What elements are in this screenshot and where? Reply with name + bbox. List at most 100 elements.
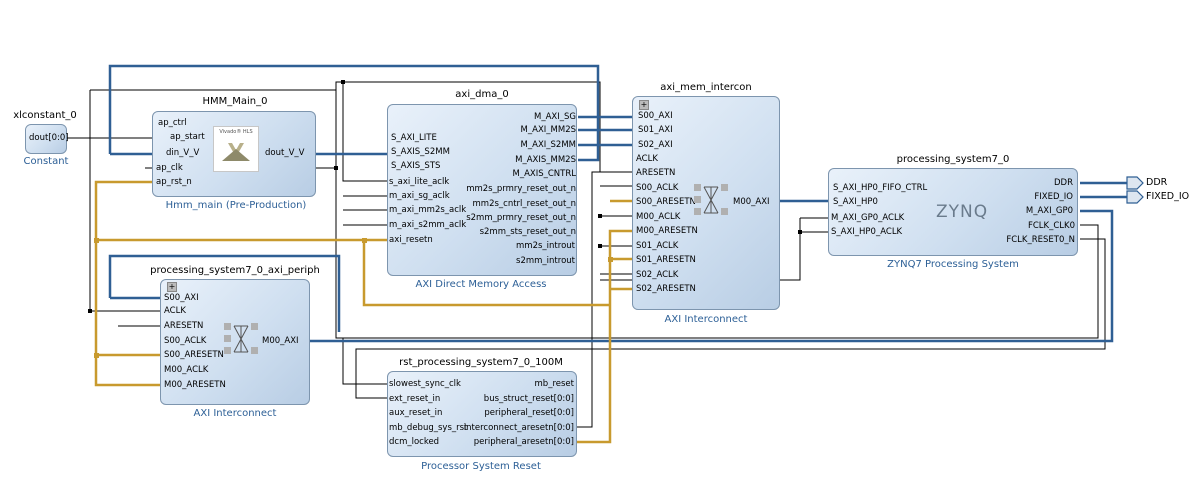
mem-block[interactable]	[632, 96, 780, 310]
periph-port-s00-axi[interactable]: S00_AXI	[164, 293, 199, 303]
rst-port-slowest-sync-clk[interactable]: slowest_sync_clk	[389, 379, 461, 389]
dma-port-s-axis-s2mm[interactable]: S_AXIS_S2MM	[391, 147, 450, 157]
rst-port-bus-struct-reset[interactable]: bus_struct_reset[0:0]	[483, 394, 574, 404]
dma-port-s2mm-prmry-reset[interactable]: s2mm_prmry_reset_out_n	[466, 213, 576, 223]
rst-port-peripheral-aresetn[interactable]: peripheral_aresetn[0:0]	[473, 437, 574, 447]
net-interconnect-aresetn	[575, 171, 632, 428]
ps-block[interactable]	[828, 168, 1078, 256]
periph-crossbar-icon	[224, 323, 258, 354]
dma-port-m-axi-s2mm-aclk[interactable]: m_axi_s2mm_aclk	[389, 220, 467, 230]
hmm-title: HMM_Main_0	[202, 96, 268, 107]
mem-port-m00-aresetn[interactable]: M00_ARESETN	[636, 226, 698, 236]
ps-port-s-axi-hp0-aclk[interactable]: S_AXI_HP0_ACLK	[831, 227, 903, 237]
dma-port-m-axi-sg[interactable]: M_AXI_SG	[534, 112, 576, 122]
external-port-ddr[interactable]: DDR	[1146, 177, 1168, 188]
hmm-port-ap-rst-n[interactable]: ap_rst_n	[156, 177, 192, 187]
ps-port-fclk-reset0[interactable]: FCLK_RESET0_N	[1006, 235, 1075, 245]
mem-port-m00-axi[interactable]: M00_AXI	[733, 197, 770, 207]
mem-port-s00-aclk[interactable]: S00_ACLK	[636, 183, 679, 193]
mem-expand-icon[interactable]: +	[639, 100, 649, 110]
mem-port-s02-aresetn[interactable]: S02_ARESETN	[636, 284, 696, 294]
periph-port-aclk[interactable]: ACLK	[164, 306, 186, 316]
rst-port-aux-reset-in[interactable]: aux_reset_in	[389, 408, 443, 418]
mem-port-s00-axi[interactable]: S00_AXI	[638, 111, 673, 121]
net-peripheral-aresetn-hmm	[94, 180, 610, 307]
periph-block[interactable]	[160, 279, 310, 405]
periph-port-m00-axi[interactable]: M00_AXI	[262, 336, 299, 346]
hmm-port-ap-start[interactable]: ap_start	[170, 132, 205, 142]
dma-port-m-axi-mm2s-aclk[interactable]: m_axi_mm2s_aclk	[389, 205, 467, 215]
xlconstant-block[interactable]	[25, 124, 67, 154]
dma-port-axi-resetn[interactable]: axi_resetn	[389, 235, 433, 245]
net-fclk-to-periph	[89, 89, 336, 312]
dma-port-m-axi-sg-aclk[interactable]: m_axi_sg_aclk	[389, 191, 450, 201]
dma-port-m-axis-mm2s[interactable]: M_AXIS_MM2S	[515, 155, 576, 165]
xlconstant-subtitle: Constant	[23, 156, 69, 167]
mem-crossbar-icon	[694, 184, 728, 215]
mem-port-s02-axi[interactable]: S02_AXI	[638, 140, 673, 150]
hmm-port-dout[interactable]: dout_V_V	[265, 148, 305, 158]
rst-port-mb-debug-sys-rst[interactable]: mb_debug_sys_rst	[389, 423, 468, 433]
hmm-port-ap-clk[interactable]: ap_clk	[156, 163, 183, 173]
rst-port-mb-reset[interactable]: mb_reset	[534, 379, 574, 389]
mem-port-s01-aclk[interactable]: S01_ACLK	[636, 241, 679, 251]
hmm-port-din[interactable]: din_V_V	[166, 148, 200, 158]
mem-port-aresetn[interactable]: ARESETN	[636, 168, 676, 178]
periph-port-s00-aclk[interactable]: S00_ACLK	[164, 336, 207, 346]
rst-port-ext-reset-in[interactable]: ext_reset_in	[389, 394, 441, 404]
bus-dma-to-hmm-din	[108, 64, 600, 162]
ps-port-m-axi-gp0-aclk[interactable]: M_AXI_GP0_ACLK	[831, 213, 905, 223]
ps-port-s-axi-hp0[interactable]: S_AXI_HP0	[833, 197, 878, 207]
mem-port-s01-aresetn[interactable]: S01_ARESETN	[636, 255, 696, 265]
hmm-port-ap-ctrl[interactable]: ap_ctrl	[158, 118, 187, 128]
mem-port-m00-aclk[interactable]: M00_ACLK	[636, 212, 681, 222]
fixed-io-port-arrow	[1126, 190, 1144, 204]
periph-port-aresetn[interactable]: ARESETN	[164, 321, 204, 331]
periph-port-s00-aresetn[interactable]: S00_ARESETN	[164, 350, 224, 360]
dma-port-m-axis-cntrl[interactable]: M_AXIS_CNTRL	[512, 169, 576, 179]
ps-port-ddr[interactable]: DDR	[1054, 178, 1073, 188]
net-fclk-reset	[355, 238, 1106, 399]
dma-port-m-axi-mm2s[interactable]: M_AXI_MM2S	[520, 125, 576, 135]
zynq-logo: ZYNQ	[936, 202, 989, 222]
dma-port-mm2s-prmry-reset[interactable]: mm2s_prmry_reset_out_n	[466, 184, 576, 194]
rst-port-peripheral-reset[interactable]: peripheral_reset[0:0]	[484, 408, 574, 418]
periph-expand-icon[interactable]: +	[167, 282, 177, 292]
dma-port-m-axi-s2mm[interactable]: M_AXI_S2MM	[520, 140, 576, 150]
periph-subtitle: AXI Interconnect	[193, 408, 277, 419]
periph-port-m00-aclk[interactable]: M00_ACLK	[164, 365, 209, 375]
rst-port-dcm-locked[interactable]: dcm_locked	[389, 437, 440, 447]
dma-title: axi_dma_0	[455, 89, 509, 100]
dma-port-s-axis-sts[interactable]: S_AXIS_STS	[391, 161, 441, 171]
dma-port-s-axi-lite[interactable]: S_AXI_LITE	[391, 133, 437, 143]
mem-port-s00-aresetn[interactable]: S00_ARESETN	[636, 197, 696, 207]
mem-title: axi_mem_intercon	[660, 82, 752, 93]
dma-port-s-axi-lite-aclk[interactable]: s_axi_lite_aclk	[389, 177, 450, 187]
dma-port-s2mm-introut[interactable]: s2mm_introut	[516, 256, 575, 266]
net-peripheral-aresetn-periph	[94, 240, 160, 387]
mem-subtitle: AXI Interconnect	[664, 314, 748, 325]
periph-port-m00-aresetn[interactable]: M00_ARESETN	[164, 380, 226, 390]
ps-port-fixed-io[interactable]: FIXED_IO	[1034, 192, 1073, 202]
rst-block[interactable]	[387, 371, 577, 457]
ps-subtitle: ZYNQ7 Processing System	[887, 259, 1019, 270]
external-port-fixed-io[interactable]: FIXED_IO	[1146, 191, 1190, 202]
ddr-port-arrow	[1126, 176, 1144, 190]
net-fclk-to-dma	[342, 82, 387, 226]
dma-port-s2mm-sts-reset[interactable]: s2mm_sts_reset_out_n	[479, 227, 576, 237]
dma-port-mm2s-introut[interactable]: mm2s_introut	[516, 241, 575, 251]
bus-periph-m00	[310, 209, 1114, 343]
dma-port-mm2s-cntrl-reset[interactable]: mm2s_cntrl_reset_out_n	[472, 199, 576, 209]
dma-block[interactable]	[387, 104, 577, 276]
ps-port-m-axi-gp0[interactable]: M_AXI_GP0	[1025, 206, 1073, 216]
vivado-hls-logo-text: Vivado® HLS	[219, 129, 253, 135]
ps-port-hp0-fifo-ctrl[interactable]: S_AXI_HP0_FIFO_CTRL	[833, 183, 928, 193]
ps-port-fclk-clk0[interactable]: FCLK_CLK0	[1027, 221, 1075, 231]
mem-port-s01-axi[interactable]: S01_AXI	[638, 125, 673, 135]
mem-port-aclk[interactable]: ACLK	[636, 154, 658, 164]
mem-port-s02-aclk[interactable]: S02_ACLK	[636, 270, 679, 280]
xlconstant-dout-port[interactable]: dout[0:0]	[29, 133, 69, 143]
rst-port-interconnect-aresetn[interactable]: interconnect_aresetn[0:0]	[463, 423, 574, 433]
